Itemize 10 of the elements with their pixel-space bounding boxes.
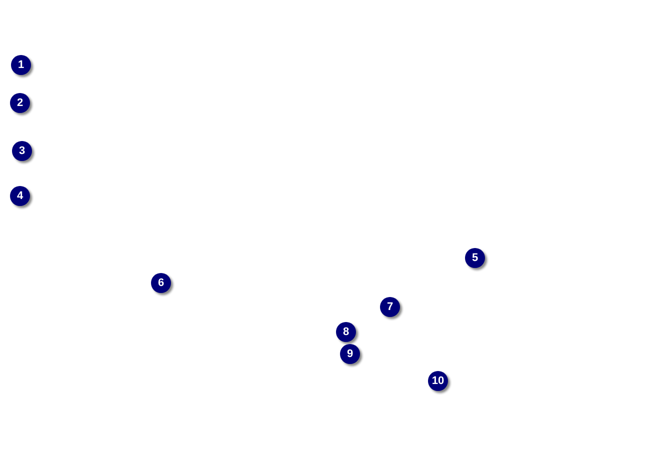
callout-number: 9 bbox=[340, 344, 360, 364]
callout-number: 8 bbox=[336, 322, 356, 342]
callout-number: 4 bbox=[10, 186, 30, 206]
callout-number: 7 bbox=[380, 297, 400, 317]
callout-number: 2 bbox=[10, 93, 30, 113]
callout-number: 5 bbox=[465, 248, 485, 268]
callout-number: 3 bbox=[12, 141, 32, 161]
callout-number: 10 bbox=[428, 371, 448, 391]
callout-number: 6 bbox=[151, 273, 171, 293]
callout-number: 1 bbox=[11, 55, 31, 75]
